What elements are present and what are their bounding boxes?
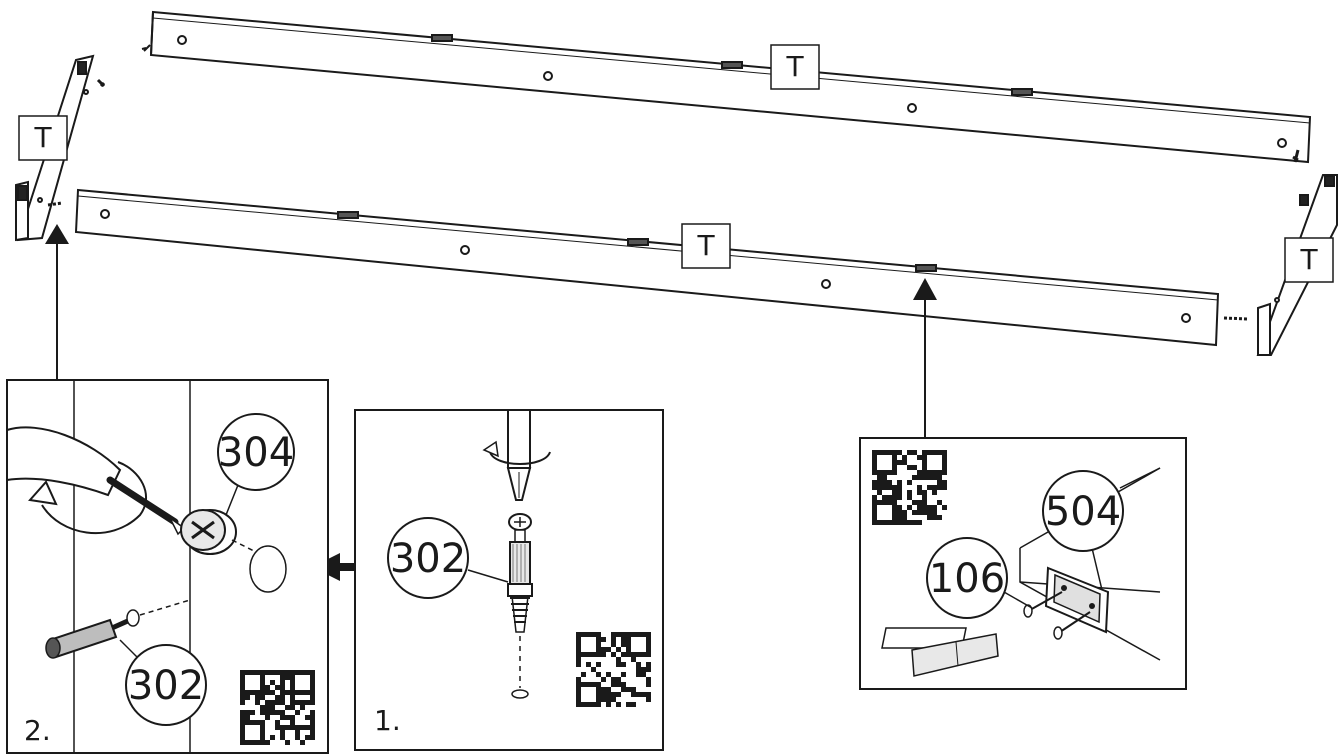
bracket-504 [1044,566,1110,634]
callout-302-step1: 302 [387,517,509,599]
callout-106: 106 [926,537,1033,619]
bolt-302-step2 [45,609,140,659]
label-t-right-end: T [1284,237,1334,283]
step-number-1: 1. [374,704,401,737]
callout-504: 504 [1042,467,1161,591]
qr-step-1 [576,632,651,707]
bolt-302-step1 [507,513,533,633]
svg-text:T: T [785,50,804,83]
svg-text:302: 302 [390,536,466,582]
rail-front [74,188,1249,347]
arrow-to-left-joint [45,224,69,380]
label-t-left-end: T [18,115,68,161]
svg-text:302: 302 [128,663,204,709]
arrow-to-bracket [913,278,937,438]
svg-text:106: 106 [929,556,1005,602]
svg-text:304: 304 [218,430,294,476]
svg-text:T: T [696,229,715,262]
svg-text:504: 504 [1045,489,1121,535]
callout-304: 304 [217,413,295,516]
rail-back [141,10,1312,164]
cam-lock-304 [180,509,237,555]
svg-text:T: T [33,121,52,154]
step-number-2: 2. [24,714,51,747]
qr-bracket [872,450,947,525]
label-t-front-rail: T [681,223,731,269]
pins-106 [1023,591,1091,640]
qr-step-2 [240,670,315,745]
bracket-cover-pieces [881,627,999,677]
detail-box-bracket [859,437,1187,690]
label-t-back-rail: T [770,44,820,90]
svg-text:T: T [1299,243,1318,276]
callout-302-step2: 302 [119,639,207,726]
